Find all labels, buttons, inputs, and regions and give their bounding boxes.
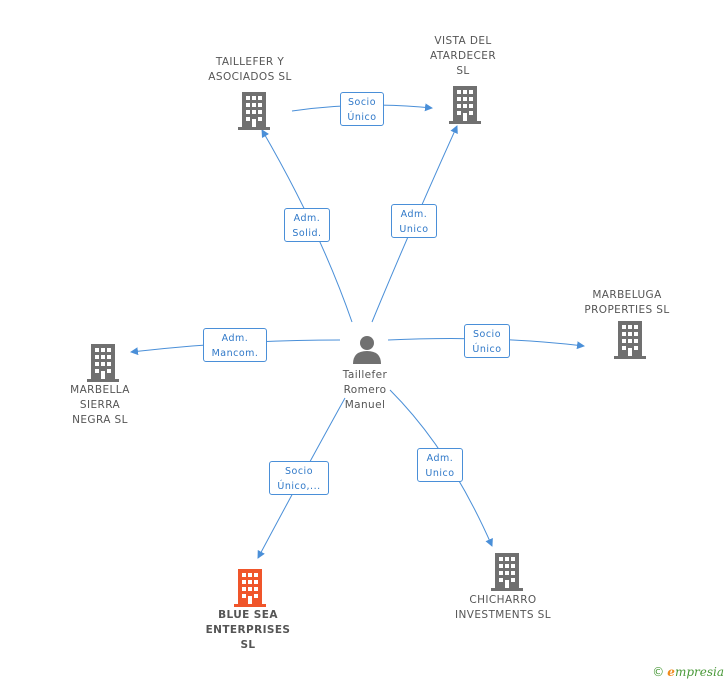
taillefer-asociados-label[interactable]: TAILLEFER Y ASOCIADOS SL	[208, 56, 292, 83]
relation-label-person-asociados[interactable]: Adm. Solid.	[284, 208, 330, 242]
building-icon[interactable]	[613, 321, 647, 359]
relation-label-person-bluesea[interactable]: Socio Único,...	[269, 461, 329, 495]
relation-label-person-marbeluga[interactable]: Socio Único	[464, 324, 510, 358]
building-icon[interactable]	[448, 86, 482, 124]
building-icon[interactable]	[86, 344, 120, 382]
brand-footer: ©empresia	[652, 665, 724, 679]
relation-label-person-vista[interactable]: Adm. Unico	[391, 204, 437, 238]
marbeluga-label[interactable]: MARBELUGA PROPERTIES SL	[584, 289, 670, 316]
copyright-symbol: ©	[652, 665, 665, 679]
relation-label-person-chicharro[interactable]: Adm. Unico	[417, 448, 463, 482]
brand-initial: e	[667, 665, 675, 679]
relation-label-asociados-vista[interactable]: Socio Único	[340, 92, 384, 126]
building-icon[interactable]	[490, 553, 524, 591]
brand-name: mpresia	[674, 665, 724, 679]
chicharro-label[interactable]: CHICHARRO INVESTMENTS SL	[455, 594, 551, 621]
vista-atardecer-label[interactable]: VISTA DEL ATARDECER SL	[429, 35, 497, 77]
building-icon-highlighted[interactable]	[233, 569, 267, 607]
person-label[interactable]: Taillefer Romero Manuel	[342, 369, 388, 411]
person-icon[interactable]	[350, 333, 384, 365]
relation-label-person-marbella[interactable]: Adm. Mancom.	[203, 328, 267, 362]
marbella-sierra-label[interactable]: MARBELLA SIERRA NEGRA SL	[70, 384, 130, 426]
blue-sea-label[interactable]: BLUE SEA ENTERPRISES SL	[205, 609, 291, 651]
building-icon[interactable]	[237, 92, 271, 130]
